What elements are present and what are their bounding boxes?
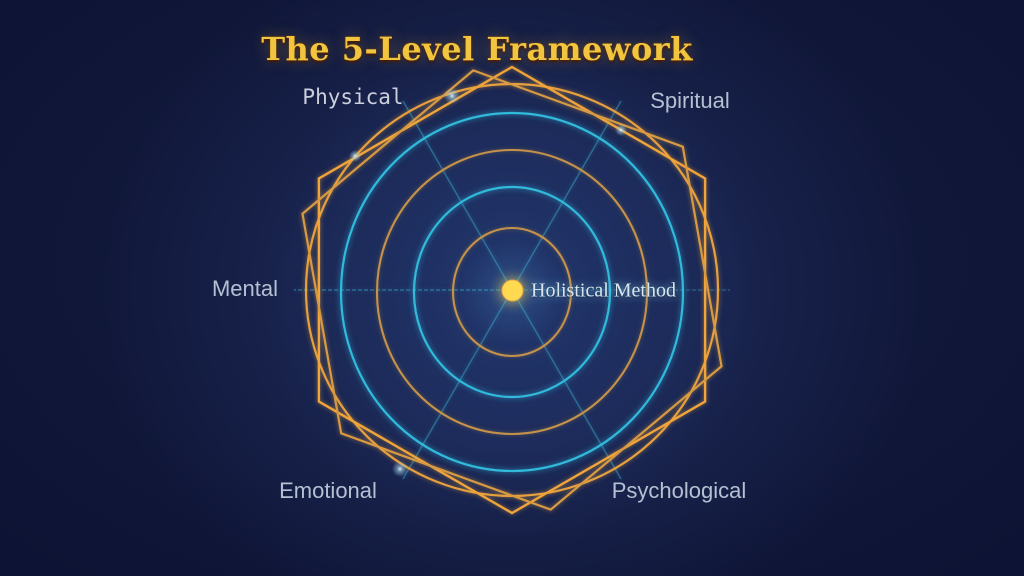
ring-level-3 bbox=[375, 148, 649, 436]
chart-title: The 5-Level Framework bbox=[261, 30, 693, 68]
spoke-lower-right bbox=[511, 289, 622, 480]
rotated-hexagon bbox=[301, 69, 723, 511]
gold-rings bbox=[375, 148, 649, 436]
sparkle-icon bbox=[615, 124, 627, 136]
center-label: Holistical Method bbox=[531, 279, 676, 302]
sparkles bbox=[349, 88, 627, 477]
sparkle-icon bbox=[349, 150, 361, 162]
teal-rings bbox=[339, 111, 685, 473]
center-dot bbox=[501, 279, 524, 302]
ring-level-2 bbox=[412, 185, 612, 399]
sparkle-icon bbox=[444, 88, 460, 104]
axis-label-psychological: Psychological bbox=[611, 478, 747, 503]
axis-label-emotional: Emotional bbox=[279, 478, 377, 503]
ring-level-4 bbox=[339, 111, 685, 473]
outer-frame bbox=[301, 65, 723, 515]
axis-label-mental: Mental bbox=[211, 276, 279, 301]
ring-level-1 bbox=[451, 226, 573, 358]
axis-label-spiritual: Spiritual bbox=[650, 88, 730, 113]
outer-hexagon bbox=[317, 65, 707, 515]
spoke-lower-left bbox=[402, 289, 513, 480]
axis-spokes bbox=[294, 100, 730, 480]
sparkle-icon bbox=[392, 461, 408, 477]
spoke-upper-right bbox=[511, 100, 622, 291]
axis-label-physical: Physical bbox=[302, 85, 404, 109]
spoke-upper-left bbox=[402, 100, 513, 291]
